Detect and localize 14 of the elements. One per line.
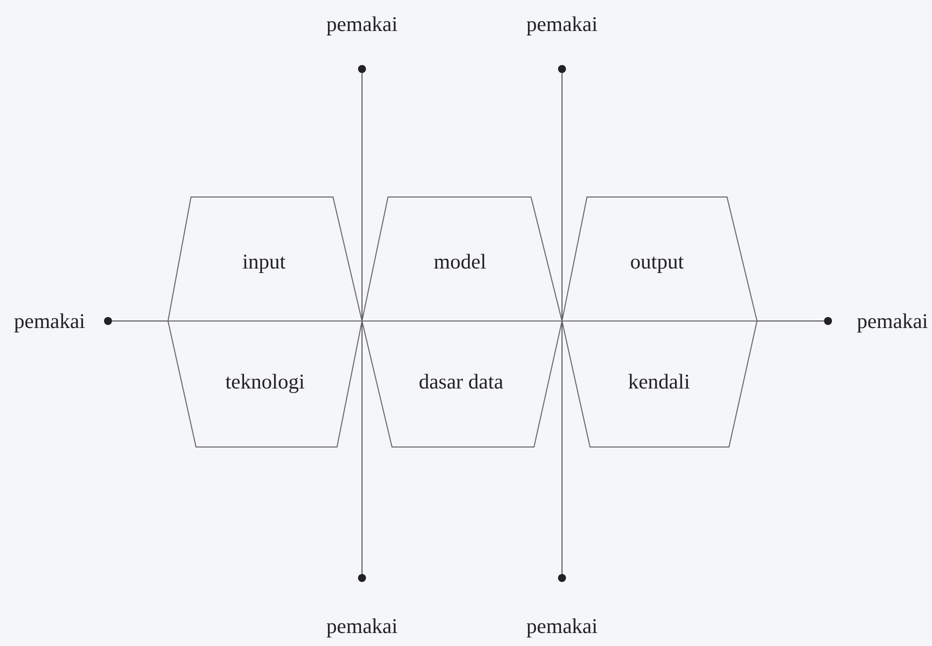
segment-label: model bbox=[434, 250, 486, 274]
segment-label: input bbox=[242, 250, 286, 274]
user-label: pemakai bbox=[312, 10, 412, 69]
connector-line bbox=[558, 65, 566, 582]
segment-label: teknologi bbox=[225, 370, 305, 394]
segment-label: kendali bbox=[628, 370, 690, 394]
user-label: pemakai bbox=[512, 578, 612, 640]
user-label: pemakai bbox=[312, 578, 412, 640]
user-label: pemakai bbox=[512, 10, 612, 69]
segment-label: dasar data bbox=[418, 370, 504, 394]
connector-line bbox=[358, 65, 366, 582]
user-label: pemakai bbox=[828, 307, 928, 335]
segment-label: output bbox=[630, 250, 684, 274]
user-label: pemakai bbox=[14, 307, 108, 335]
